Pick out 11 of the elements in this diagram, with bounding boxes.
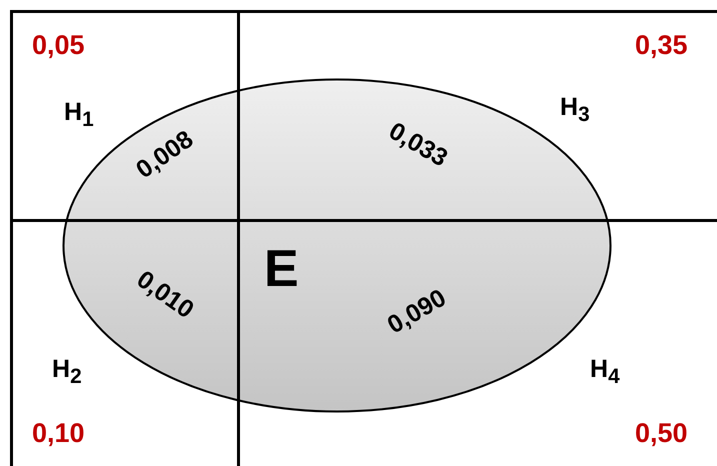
- hypothesis-label: H$_{3}$: [560, 95, 590, 126]
- hypothesis-label: H$_{2}$: [52, 357, 82, 388]
- probability-value: 0,35: [635, 32, 688, 59]
- joint-probability-value: 0,090: [384, 286, 450, 338]
- probability-value: 0,10: [32, 420, 85, 447]
- hypothesis-label: H$_{4}$: [590, 357, 620, 388]
- probability-value: 0,05: [32, 32, 85, 59]
- joint-probability-value: 0,033: [384, 118, 452, 172]
- hypothesis-label: H$_{1}$: [64, 100, 94, 131]
- event-label: E: [264, 243, 299, 295]
- probability-value: 0,50: [635, 420, 688, 447]
